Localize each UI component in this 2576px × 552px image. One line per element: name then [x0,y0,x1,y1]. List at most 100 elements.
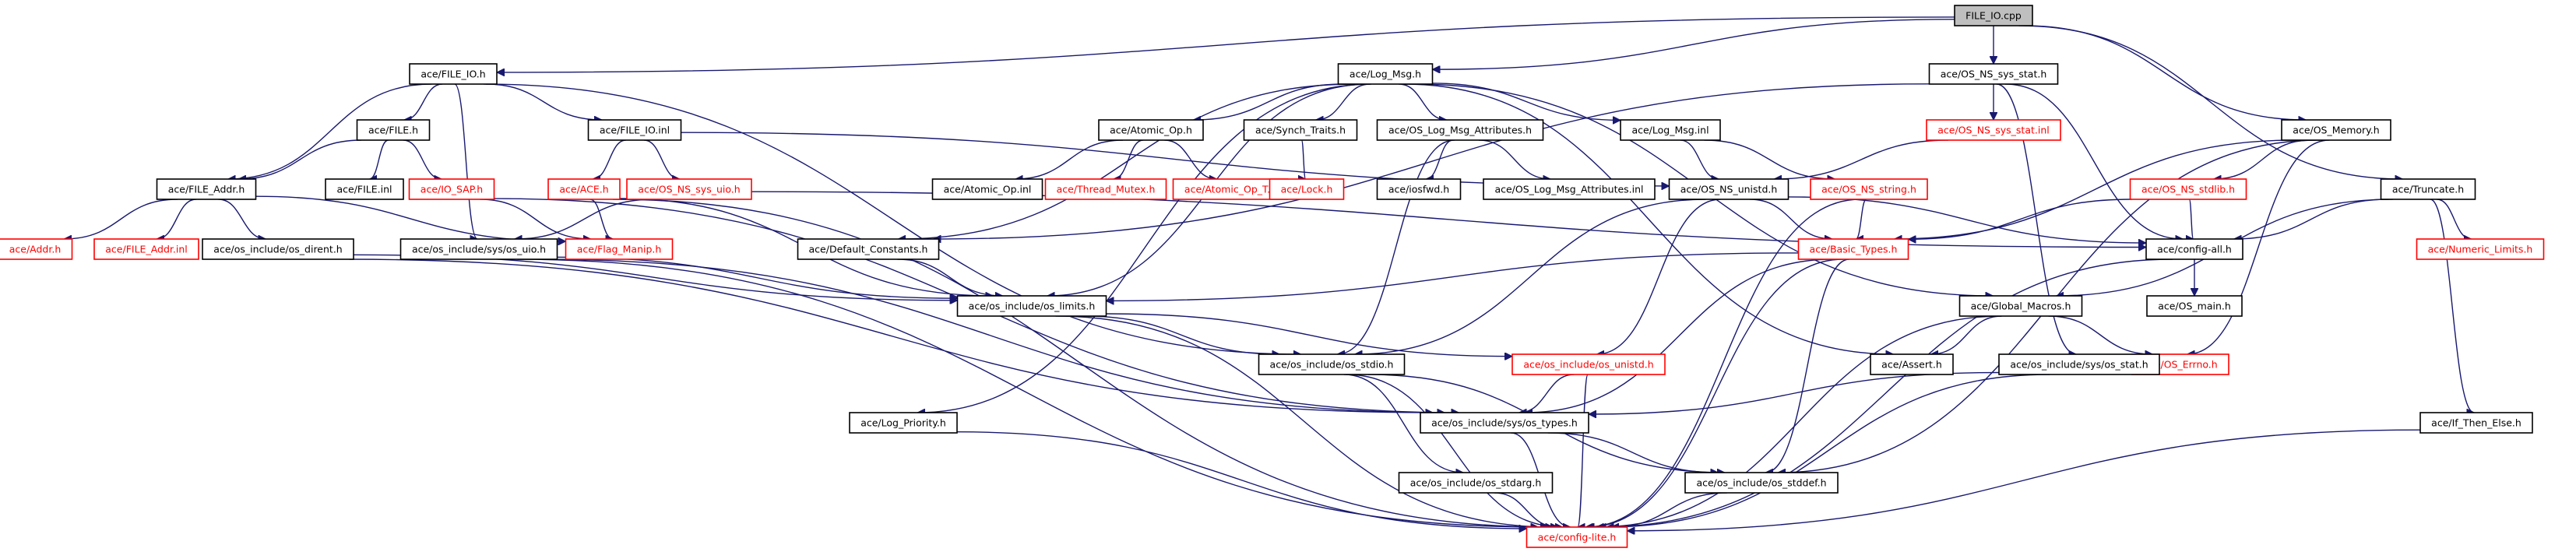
node-ace-lock-h[interactable]: ace/Lock.h [1269,178,1345,200]
node-ace-flag-manip-h[interactable]: ace/Flag_Manip.h [565,238,674,260]
node-ace-file-addr-inl[interactable]: ace/FILE_Addr.inl [93,238,199,260]
node-ace-atomic-op-t-h[interactable]: ace/Atomic_Op_T.h [1172,178,1289,200]
node-box [1810,178,1928,200]
node-label: ace/os_include/os_dirent.h [213,244,342,255]
node-label: ace/Synch_Traits.h [1255,125,1346,136]
node-ace-os-log-msg-attributes-inl[interactable]: ace/OS_Log_Msg_Attributes.inl [1483,178,1656,200]
node-box [1376,119,1544,141]
node-box [2380,178,2476,200]
node-box [2145,238,2243,260]
node-label: ace/FILE.inl [336,184,392,195]
node-ace-synch-traits-h[interactable]: ace/Synch_Traits.h [1243,119,1358,141]
node-label: ace/Atomic_Op.h [1110,125,1192,136]
node-ace-assert-h[interactable]: ace/Assert.h [1870,353,1954,375]
node-box [1243,119,1358,141]
node-ace-if-then-else-h[interactable]: ace/If_Then_Else.h [2419,412,2533,434]
edge-ace-os-memory-h-to-ace-os-ns-stdlib-h [2214,139,2311,179]
node-ace-log-priority-h[interactable]: ace/Log_Priority.h [849,412,958,434]
edge-ace-os-ns-sys-stat-h-to-ace-config-all-h [2004,83,2183,239]
node-ace-file-h[interactable]: ace/FILE.h [356,119,431,141]
edge-ace-atomic-op-h-to-ace-atomic-op-inl [1015,139,1124,179]
node-box [1954,5,2033,26]
node-ace-os-include-os-unistd-h[interactable]: ace/os_include/os_unistd.h [1511,353,1666,375]
node-ace-ace-h[interactable]: ace/ACE.h [547,178,621,200]
node-ace-os-include-sys-os-stat-h[interactable]: ace/os_include/sys/os_stat.h [1998,353,2160,375]
node-ace-os-ns-sys-stat-inl[interactable]: ace/OS_NS_sys_stat.inl [1926,119,2061,141]
edge-ace-ace-h-to-ace-flag-manip-h [589,199,614,239]
node-label: ace/os_include/os_stdarg.h [1410,477,1542,489]
edge-ace-os-include-os-limits-h-to-ace-os-include-os-unistd-h [1106,313,1513,357]
node-ace-os-include-os-limits-h[interactable]: ace/os_include/os_limits.h [956,295,1107,317]
node-ace-config-lite-h[interactable]: ace/config-lite.h [1526,526,1628,548]
node-box [1337,63,1434,85]
edge-ace-truncate-h-to-ace-config-all-h [2234,199,2389,239]
node-ace-basic-types-h[interactable]: ace/Basic_Types.h [1797,238,1909,260]
node-ace-addr-h[interactable]: ace/Addr.h [0,238,73,260]
node-label: FILE_IO.cpp [1965,10,2022,22]
node-ace-global-macros-h[interactable]: ace/Global_Macros.h [1958,295,2083,317]
edge-ace-synch-traits-h-to-ace-lock-h [1301,139,1307,179]
edge-ace-global-macros-h-to-ace-assert-h [1930,315,2002,354]
node-ace-os-ns-unistd-h[interactable]: ace/OS_NS_unistd.h [1668,178,1789,200]
node-ace-os-ns-stdlib-h[interactable]: ace/OS_NS_stdlib.h [2129,178,2247,200]
edge-ace-basic-types-h-to-ace-os-include-os-stddef-h [1765,258,1849,473]
node-ace-os-include-sys-os-types-h[interactable]: ace/os_include/sys/os_types.h [1420,412,1589,434]
node-ace-config-all-h[interactable]: ace/config-all.h [2145,238,2243,260]
edge-file-io-cpp-to-ace-file-io-h [497,16,1955,72]
node-ace-file-io-inl[interactable]: ace/FILE_IO.inl [587,119,682,141]
edge-ace-os-ns-string-h-to-ace-basic-types-h [1855,199,1867,239]
edge-ace-file-io-h-to-ace-file-h [403,83,443,120]
node-ace-thread-mutex-h[interactable]: ace/Thread_Mutex.h [1044,178,1167,200]
node-ace-atomic-op-h[interactable]: ace/Atomic_Op.h [1098,119,1204,141]
edge-ace-os-ns-stdlib-h-to-ace-config-all-h [2189,199,2194,239]
node-ace-os-log-msg-attributes-h[interactable]: ace/OS_Log_Msg_Attributes.h [1376,119,1544,141]
edge-ace-file-h-to-ace-file-inl [369,139,389,179]
node-label: ace/FILE.h [368,125,418,136]
node-box [1172,178,1289,200]
node-ace-os-ns-sys-stat-h[interactable]: ace/OS_NS_sys_stat.h [1928,63,2059,85]
node-ace-file-inl[interactable]: ace/FILE.inl [325,178,404,200]
node-ace-log-msg-inl[interactable]: ace/Log_Msg.inl [1620,119,1721,141]
node-ace-os-include-os-stdio-h[interactable]: ace/os_include/os_stdio.h [1258,353,1406,375]
edges-layer [64,16,2475,531]
node-ace-os-main-h[interactable]: ace/OS_main.h [2146,295,2243,317]
edge-ace-os-include-os-dirent-h-to-ace-os-include-sys-os-types-h [349,258,1433,413]
node-ace-os-include-sys-os-uio-h[interactable]: ace/os_include/sys/os_uio.h [399,238,558,260]
node-ace-numeric-limits-h[interactable]: ace/Numeric_Limits.h [2416,238,2545,260]
edge-ace-os-include-os-stdio-h-to-ace-config-lite-h [1346,374,1562,527]
node-ace-os-include-os-stdarg-h[interactable]: ace/os_include/os_stdarg.h [1398,472,1554,494]
node-box [797,238,940,260]
edge-ace-os-include-os-stddef-h-to-ace-config-lite-h [1611,492,1728,527]
node-box [1376,178,1462,200]
edge-ace-basic-types-h-to-ace-os-include-os-limits-h [1107,252,1799,301]
node-ace-os-memory-h[interactable]: ace/OS_Memory.h [2281,119,2391,141]
edge-ace-config-all-h-to-ace-config-lite-h [1599,258,2173,527]
node-ace-log-msg-h[interactable]: ace/Log_Msg.h [1337,63,1434,85]
node-label: ace/FILE_IO.inl [600,125,670,136]
edge-ace-os-include-os-unistd-h-to-ace-config-lite-h [1577,374,1589,527]
node-ace-os-include-os-dirent-h[interactable]: ace/os_include/os_dirent.h [202,238,354,260]
node-ace-os-ns-sys-uio-h[interactable]: ace/OS_NS_sys_uio.h [626,178,752,200]
node-label: ace/Atomic_Op.inl [944,184,1032,195]
node-ace-atomic-op-inl[interactable]: ace/Atomic_Op.inl [931,178,1043,200]
edge-ace-os-log-msg-attributes-h-to-ace-os-include-os-stdio-h [1337,139,1455,354]
edge-ace-os-ns-unistd-h-to-ace-basic-types-h [1749,199,1832,239]
edge-ace-os-ns-unistd-h-to-ace-os-include-os-stdio-h [1355,199,1706,354]
edge-ace-global-macros-h-to-ace-config-lite-h [1596,315,2002,527]
node-box [1258,353,1406,375]
node-ace-iosfwd-h[interactable]: ace/iosfwd.h [1376,178,1462,200]
node-label: ace/Log_Priority.h [860,417,946,429]
node-ace-truncate-h[interactable]: ace/Truncate.h [2380,178,2476,200]
node-ace-file-io-h[interactable]: ace/FILE_IO.h [409,63,498,85]
edge-ace-os-include-sys-os-stat-h-to-ace-config-lite-h [1606,374,2050,527]
node-label: ace/Log_Msg.h [1350,69,1421,80]
node-ace-os-ns-string-h[interactable]: ace/OS_NS_string.h [1810,178,1928,200]
edge-ace-if-then-else-h-to-ace-config-lite-h [1628,429,2421,531]
node-ace-file-addr-h[interactable]: ace/FILE_Addr.h [156,178,257,200]
edge-ace-file-addr-h-to-ace-file-addr-inl [156,199,197,239]
node-ace-os-include-os-stddef-h[interactable]: ace/os_include/os_stddef.h [1684,472,1839,494]
node-label: ace/OS_Log_Msg_Attributes.inl [1494,184,1643,195]
node-ace-io-sap-h[interactable]: ace/IO_SAP.h [408,178,495,200]
node-ace-default-constants-h[interactable]: ace/Default_Constants.h [797,238,940,260]
node-label: ace/Addr.h [9,244,62,255]
